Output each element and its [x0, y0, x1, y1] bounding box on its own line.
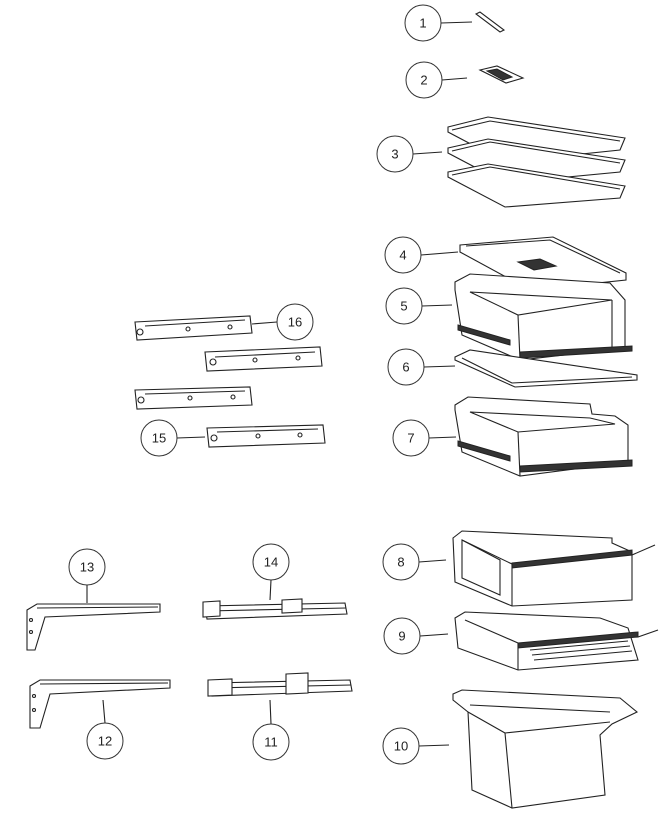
callout-3: 3: [376, 135, 414, 173]
callout-13: 13: [68, 548, 106, 586]
part-freezer-drawer-upper: [452, 530, 656, 607]
part-upper-drawer: [454, 273, 633, 361]
svg-text:1: 1: [419, 16, 426, 31]
svg-text:12: 12: [98, 734, 112, 749]
part-freezer-bin: [452, 689, 639, 809]
part-lower-drawer: [454, 396, 633, 477]
callout-10: 10: [382, 727, 420, 765]
callout-11: 11: [252, 723, 290, 761]
svg-text:11: 11: [264, 735, 278, 750]
callout-8: 8: [382, 543, 420, 581]
callout-15: 15: [140, 419, 178, 457]
svg-text:6: 6: [402, 360, 409, 375]
callout-9: 9: [383, 617, 421, 655]
svg-text:4: 4: [399, 248, 406, 263]
part-support-bracket-lower: [29, 679, 171, 729]
callout-6: 6: [387, 348, 425, 386]
svg-text:14: 14: [264, 555, 278, 570]
leader-lines: [86, 21, 473, 747]
svg-text:13: 13: [80, 560, 94, 575]
svg-text:2: 2: [420, 73, 427, 88]
callout-12: 12: [86, 722, 124, 760]
callout-1: 1: [404, 4, 442, 42]
part-shelf-clip: [474, 11, 506, 33]
part-drawer-rail-right: [134, 386, 326, 448]
part-crisper-cover: [459, 236, 627, 291]
callout-5: 5: [385, 287, 423, 325]
part-drawer-glass-panel: [454, 349, 638, 388]
svg-text:15: 15: [152, 431, 166, 446]
part-slide-rail-right-upper: [202, 598, 348, 620]
svg-text:5: 5: [400, 299, 407, 314]
svg-text:8: 8: [397, 555, 404, 570]
callout-4: 4: [384, 236, 422, 274]
svg-text:16: 16: [288, 315, 302, 330]
part-shelf-bracket: [478, 65, 525, 84]
svg-text:7: 7: [407, 431, 414, 446]
svg-text:9: 9: [398, 629, 405, 644]
callout-2: 2: [405, 61, 443, 99]
part-drawer-rail-left: [134, 315, 323, 372]
callout-7: 7: [392, 419, 430, 457]
callout-14: 14: [252, 543, 290, 581]
part-freezer-drawer-middle: [454, 611, 659, 671]
part-support-bracket-upper: [26, 603, 161, 651]
part-glass-shelves: [447, 116, 626, 208]
part-slide-rail-right-lower: [207, 672, 353, 697]
callout-16: 16: [276, 303, 314, 341]
svg-text:10: 10: [394, 739, 408, 754]
svg-text:3: 3: [391, 147, 398, 162]
